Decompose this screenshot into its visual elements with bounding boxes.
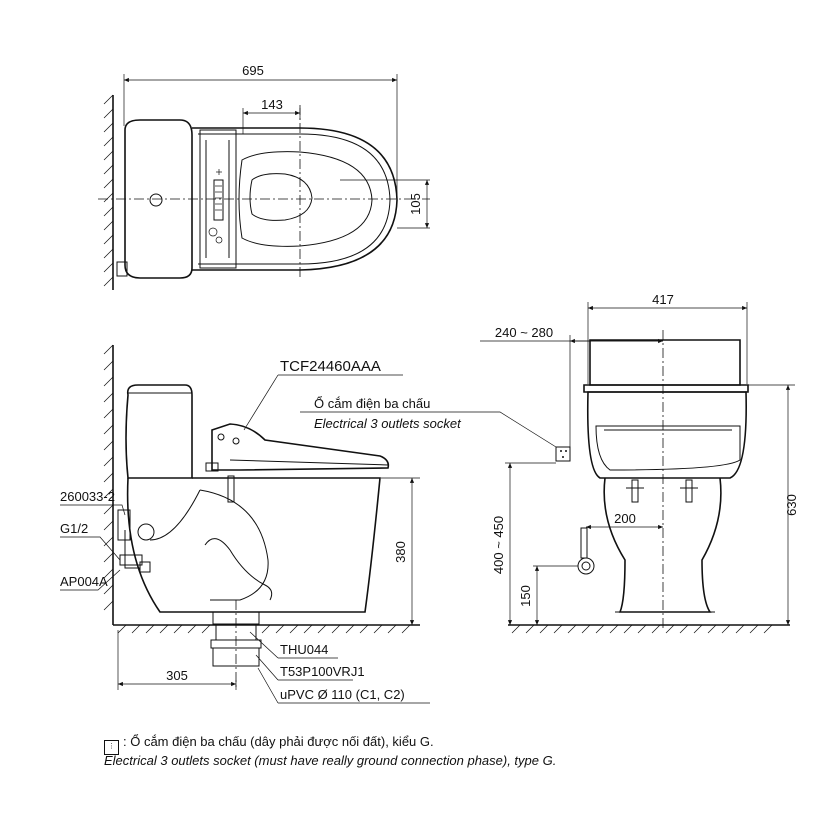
label-drain: T53P100VRJ1 <box>280 664 365 679</box>
note-vi: ⋮ : Ổ cắm điện ba chấu (dây phải được nối… <box>104 733 434 755</box>
wall-hatch-side <box>103 344 114 611</box>
front-view <box>300 302 795 634</box>
label-pipe: uPVC Ø 110 (C1, C2) <box>280 687 405 702</box>
note-en: Electrical 3 outlets socket (must have r… <box>104 753 557 768</box>
dim-overall-length: 695 <box>242 63 264 78</box>
dim-rough-in: 305 <box>166 668 188 683</box>
three-pin-socket-icon: ⋮ <box>104 740 119 755</box>
dim-water-inlet-height: 150 <box>518 585 533 607</box>
label-angle-valve: AP004A <box>60 574 108 589</box>
floor-hatch-front <box>511 624 773 634</box>
dim-inlet-offset: 200 <box>614 511 636 526</box>
dim-seat-height: 380 <box>393 541 408 563</box>
note-vi-text: : Ổ cắm điện ba chấu (dây phải được nối … <box>123 734 434 749</box>
floor-hatch-side <box>117 624 411 634</box>
dim-front-width: 417 <box>652 292 674 307</box>
label-thread: G1/2 <box>60 521 88 536</box>
dim-outlet-range: 240 ~ 280 <box>495 325 553 340</box>
dim-total-height: 630 <box>784 494 799 516</box>
wall-hatch-top <box>103 94 114 287</box>
label-socket-en: Electrical 3 outlets socket <box>314 416 462 431</box>
top-view <box>98 74 430 290</box>
label-seat-model: TCF24460AAA <box>280 358 381 375</box>
dim-seat-offset: 143 <box>261 97 283 112</box>
side-view <box>60 344 430 704</box>
label-flange: THU044 <box>280 642 328 657</box>
dim-outlet-height-range: 400 ~ 450 <box>491 516 506 574</box>
label-socket-vi: Ổ cắm điện ba chấu <box>314 396 430 411</box>
label-valve-part: 260033-2 <box>60 489 115 504</box>
dim-seat-half-width: 105 <box>408 193 423 215</box>
